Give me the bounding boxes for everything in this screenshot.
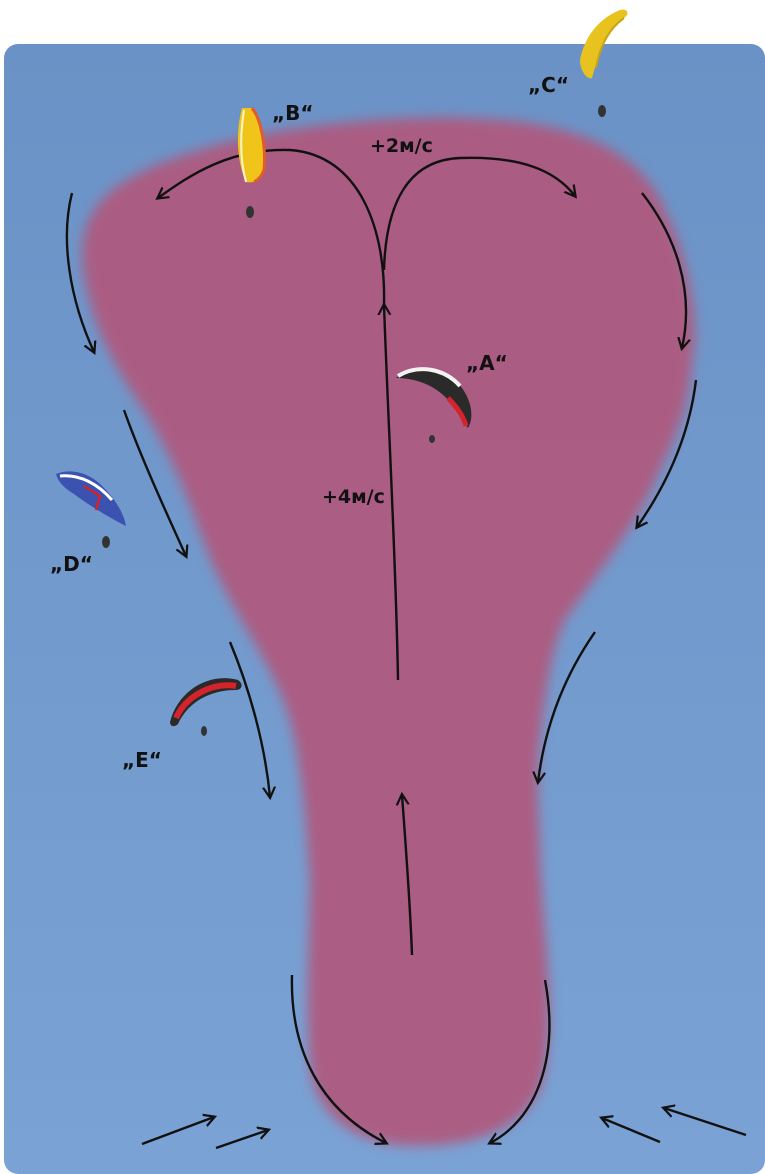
glider-label-d: „D“ <box>50 552 93 576</box>
speed-label-core: +4м/с <box>322 486 385 508</box>
glider-label-b: „B“ <box>272 101 314 125</box>
speed-label-top: +2м/с <box>370 135 433 157</box>
glider-label-e: „E“ <box>122 748 162 772</box>
glider-label-c: „C“ <box>528 73 569 97</box>
glider-label-a: „A“ <box>466 351 508 375</box>
